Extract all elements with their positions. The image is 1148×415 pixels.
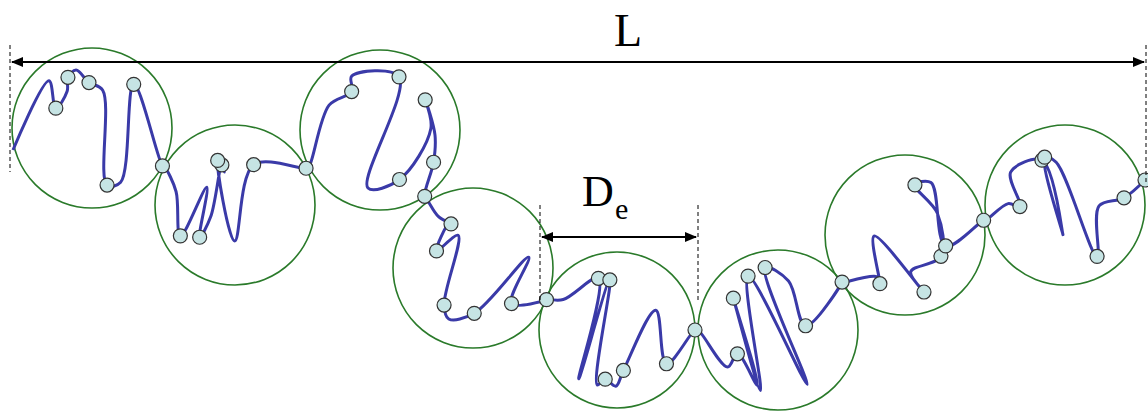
dimension-arrow xyxy=(542,236,696,238)
blob-circle xyxy=(300,50,460,210)
sticker-dot xyxy=(688,323,702,337)
sticker-dot xyxy=(49,101,63,115)
sticker-dot xyxy=(1090,249,1104,263)
sticker-dot xyxy=(345,85,359,99)
sticker-dot xyxy=(726,291,740,305)
extension-line xyxy=(1146,45,1147,185)
sticker-dot xyxy=(539,293,553,307)
dimension-arrow xyxy=(12,61,1144,63)
sticker-dot xyxy=(392,70,406,84)
sticker-dot xyxy=(467,306,481,320)
blob-circle xyxy=(12,48,172,208)
dimension-label: e xyxy=(615,194,628,224)
blob-circle xyxy=(393,188,553,348)
dimension-label: D xyxy=(582,170,614,214)
sticker-dot xyxy=(155,159,169,173)
sticker-dot xyxy=(127,77,141,91)
sticker-dot xyxy=(659,357,673,371)
dimension-label: L xyxy=(614,8,642,54)
sticker-dot xyxy=(977,213,991,227)
sticker-dot xyxy=(835,275,849,289)
sticker-dot xyxy=(247,158,261,172)
sticker-dot xyxy=(873,277,887,291)
sticker-dot xyxy=(100,178,114,192)
sticker-dot xyxy=(437,298,451,312)
sticker-dot xyxy=(1038,150,1052,164)
sticker-dot xyxy=(82,76,96,90)
sticker-dot xyxy=(392,172,406,186)
sticker-dot xyxy=(939,239,953,253)
sticker-dot xyxy=(598,372,612,386)
sticker-dot xyxy=(616,363,630,377)
sticker-dot xyxy=(193,230,207,244)
sticker-dot xyxy=(758,261,772,275)
blob-circle xyxy=(825,155,985,315)
sticker-dot xyxy=(1013,200,1027,214)
sticker-dot xyxy=(603,273,617,287)
sticker-dot xyxy=(299,161,313,175)
sticker-dot xyxy=(505,297,519,311)
sticker-dot xyxy=(908,178,922,192)
sticker-dot xyxy=(418,189,432,203)
sticker-dot xyxy=(430,244,444,258)
sticker-dot xyxy=(173,229,187,243)
extension-line xyxy=(698,205,699,300)
extension-line xyxy=(540,205,541,300)
sticker-dot xyxy=(1117,191,1131,205)
sticker-dot xyxy=(211,153,225,167)
sticker-dot xyxy=(917,285,931,299)
sticker-dot xyxy=(61,70,75,84)
sticker-dot xyxy=(741,269,755,283)
sticker-dot xyxy=(730,347,744,361)
polymer-chain xyxy=(13,70,1145,390)
sticker-dot xyxy=(444,217,458,231)
sticker-dot xyxy=(799,319,813,333)
sticker-dot xyxy=(427,155,441,169)
extension-line xyxy=(10,45,11,172)
sticker-dot xyxy=(418,93,432,107)
